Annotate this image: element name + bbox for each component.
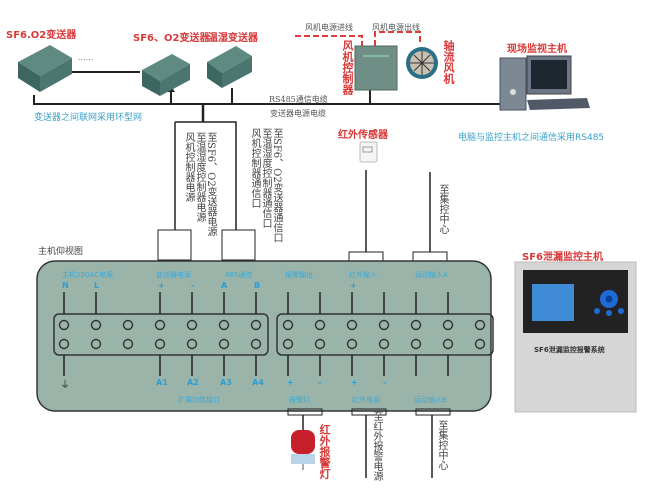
term-alarm-plus: +: [287, 378, 294, 387]
alarm-lamp-device: [291, 430, 315, 470]
power-cable-label: 变送器电源电缆: [270, 109, 326, 118]
right-comm-label-3: 至SF6、O2变送器通信口: [271, 128, 282, 243]
sf6-host-unit: [514, 261, 637, 413]
host-unit-title: SF6泄漏监控主机: [522, 252, 603, 263]
term-a: A: [221, 281, 228, 290]
fan-power-in-wire: [295, 35, 363, 46]
axial-fan-device: [406, 47, 438, 79]
fan-power-out-label: 风机电源出线: [372, 23, 420, 32]
ring-network-note: 变送器之间联网采用环型网: [34, 113, 143, 123]
sf6-transmitter-2-label: SF6、O2变送器: [133, 33, 210, 44]
terminal-screw: [442, 319, 454, 331]
terminal-screw: [250, 338, 262, 350]
term-a3: A3: [220, 378, 232, 387]
ground-icon: ⏚: [60, 380, 70, 391]
term-irp-plus: +: [351, 378, 358, 387]
group-label-expansion: 扩展功能接口: [178, 396, 220, 404]
sf6-transmitter-1-device: [18, 45, 72, 92]
fan-controller-label: 风机控制器: [341, 40, 354, 95]
fan-controller-device: [354, 45, 398, 91]
humidity-transmitter-device: [207, 46, 252, 88]
terminal-screw: [58, 338, 70, 350]
alarm-light-label: 红外报警灯: [318, 424, 331, 479]
term-b: B: [254, 281, 261, 290]
terminal-screw: [314, 319, 326, 331]
rs485-cable-label: RS485通信电缆: [269, 95, 328, 104]
term-irp-minus: -: [383, 378, 387, 387]
monitor-host-pc: [499, 55, 590, 111]
terminal-screw: [410, 338, 422, 350]
terminal-screw: [58, 319, 70, 331]
ir-sensor-label: 红外传感器: [338, 130, 388, 141]
terminal-screw: [90, 338, 102, 350]
terminal-screw: [282, 319, 294, 331]
term-l: L: [94, 281, 100, 290]
group-label-ir-power: 红外电源: [352, 396, 380, 404]
group-label-motion-b: 运动输入B: [414, 396, 447, 404]
terminal-screw: [314, 338, 326, 350]
right-comm-label-2: 至温湿度控制器通信口: [260, 128, 271, 228]
group-label-alarm-out: 报警输出: [285, 271, 313, 279]
host-unit-front-label: SF6泄漏监控报警系统: [534, 346, 605, 354]
terminal-screw: [90, 319, 102, 331]
group-label-485: 485通信: [225, 271, 253, 279]
left-power-label-1: 风机控制器电源: [183, 132, 194, 202]
axial-fan-label: 轴流风机: [442, 40, 455, 84]
terminal-screw: [442, 338, 454, 350]
term-n: N: [62, 281, 69, 290]
group-label-ir-input: 红外输入: [349, 271, 377, 279]
fan-power-in-label: 风机电源进线: [305, 23, 353, 32]
right-comm-label-1: 风机控制器通信口: [249, 128, 260, 208]
to-ir-power-label: 至红外报警电源: [371, 411, 382, 481]
term-minus: -: [191, 281, 195, 290]
terminal-screw: [122, 338, 134, 350]
terminal-screw: [282, 338, 294, 350]
rs485-bus: [33, 95, 502, 105]
left-power-label-3: 至SF6、O2变送器电源: [205, 132, 216, 237]
terminal-block-left: [53, 313, 269, 356]
terminal-screw: [250, 319, 262, 331]
terminal-screw: [346, 338, 358, 350]
terminal-screw: [186, 338, 198, 350]
group-label-transmitter-power: 变送器电源: [156, 271, 191, 279]
term-alarm-minus: -: [318, 378, 322, 387]
term-ir-plus: +: [350, 281, 357, 290]
terminal-screw: [474, 338, 486, 350]
sf6-transmitter-1-label: SF6.O2变送器: [6, 30, 77, 41]
terminal-screw: [410, 319, 422, 331]
term-a1: A1: [156, 378, 168, 387]
sf6-transmitter-2-device: [142, 54, 190, 96]
group-label-ac-power: 主机220AC电源: [62, 271, 113, 279]
terminal-screw: [154, 338, 166, 350]
to-center-top-label: 至集控中心: [437, 184, 448, 234]
terminal-screw: [218, 338, 230, 350]
term-plus: +: [158, 281, 165, 290]
terminal-screw: [346, 319, 358, 331]
terminal-block-right: [276, 313, 494, 356]
terminal-screw: [218, 319, 230, 331]
left-power-label-2: 至温湿度控制器电源: [194, 132, 205, 222]
group-label-alarm-light: 报警灯: [289, 396, 310, 404]
terminal-screw: [122, 319, 134, 331]
panel-title: 主机仰视图: [38, 247, 84, 257]
term-a4: A4: [252, 378, 264, 387]
terminal-screw: [186, 319, 198, 331]
humidity-transmitter-label: 温湿变送器: [208, 33, 258, 44]
group-label-motion-a: 运动输入A: [415, 271, 448, 279]
pc-rs485-note: 电脑与监控主机之间通信采用RS485: [458, 133, 605, 143]
host-bottom-panel: [36, 260, 492, 412]
terminal-screw: [378, 319, 390, 331]
ellipsis: ......: [78, 53, 94, 62]
fan-power-out-wire: [374, 31, 421, 46]
terminal-screw: [474, 319, 486, 331]
term-a2: A2: [187, 378, 199, 387]
terminal-screw: [154, 319, 166, 331]
monitor-host-label: 现场监视主机: [507, 44, 567, 55]
to-center-bottom-label: 至集控中心: [436, 420, 447, 470]
terminal-screw: [378, 338, 390, 350]
